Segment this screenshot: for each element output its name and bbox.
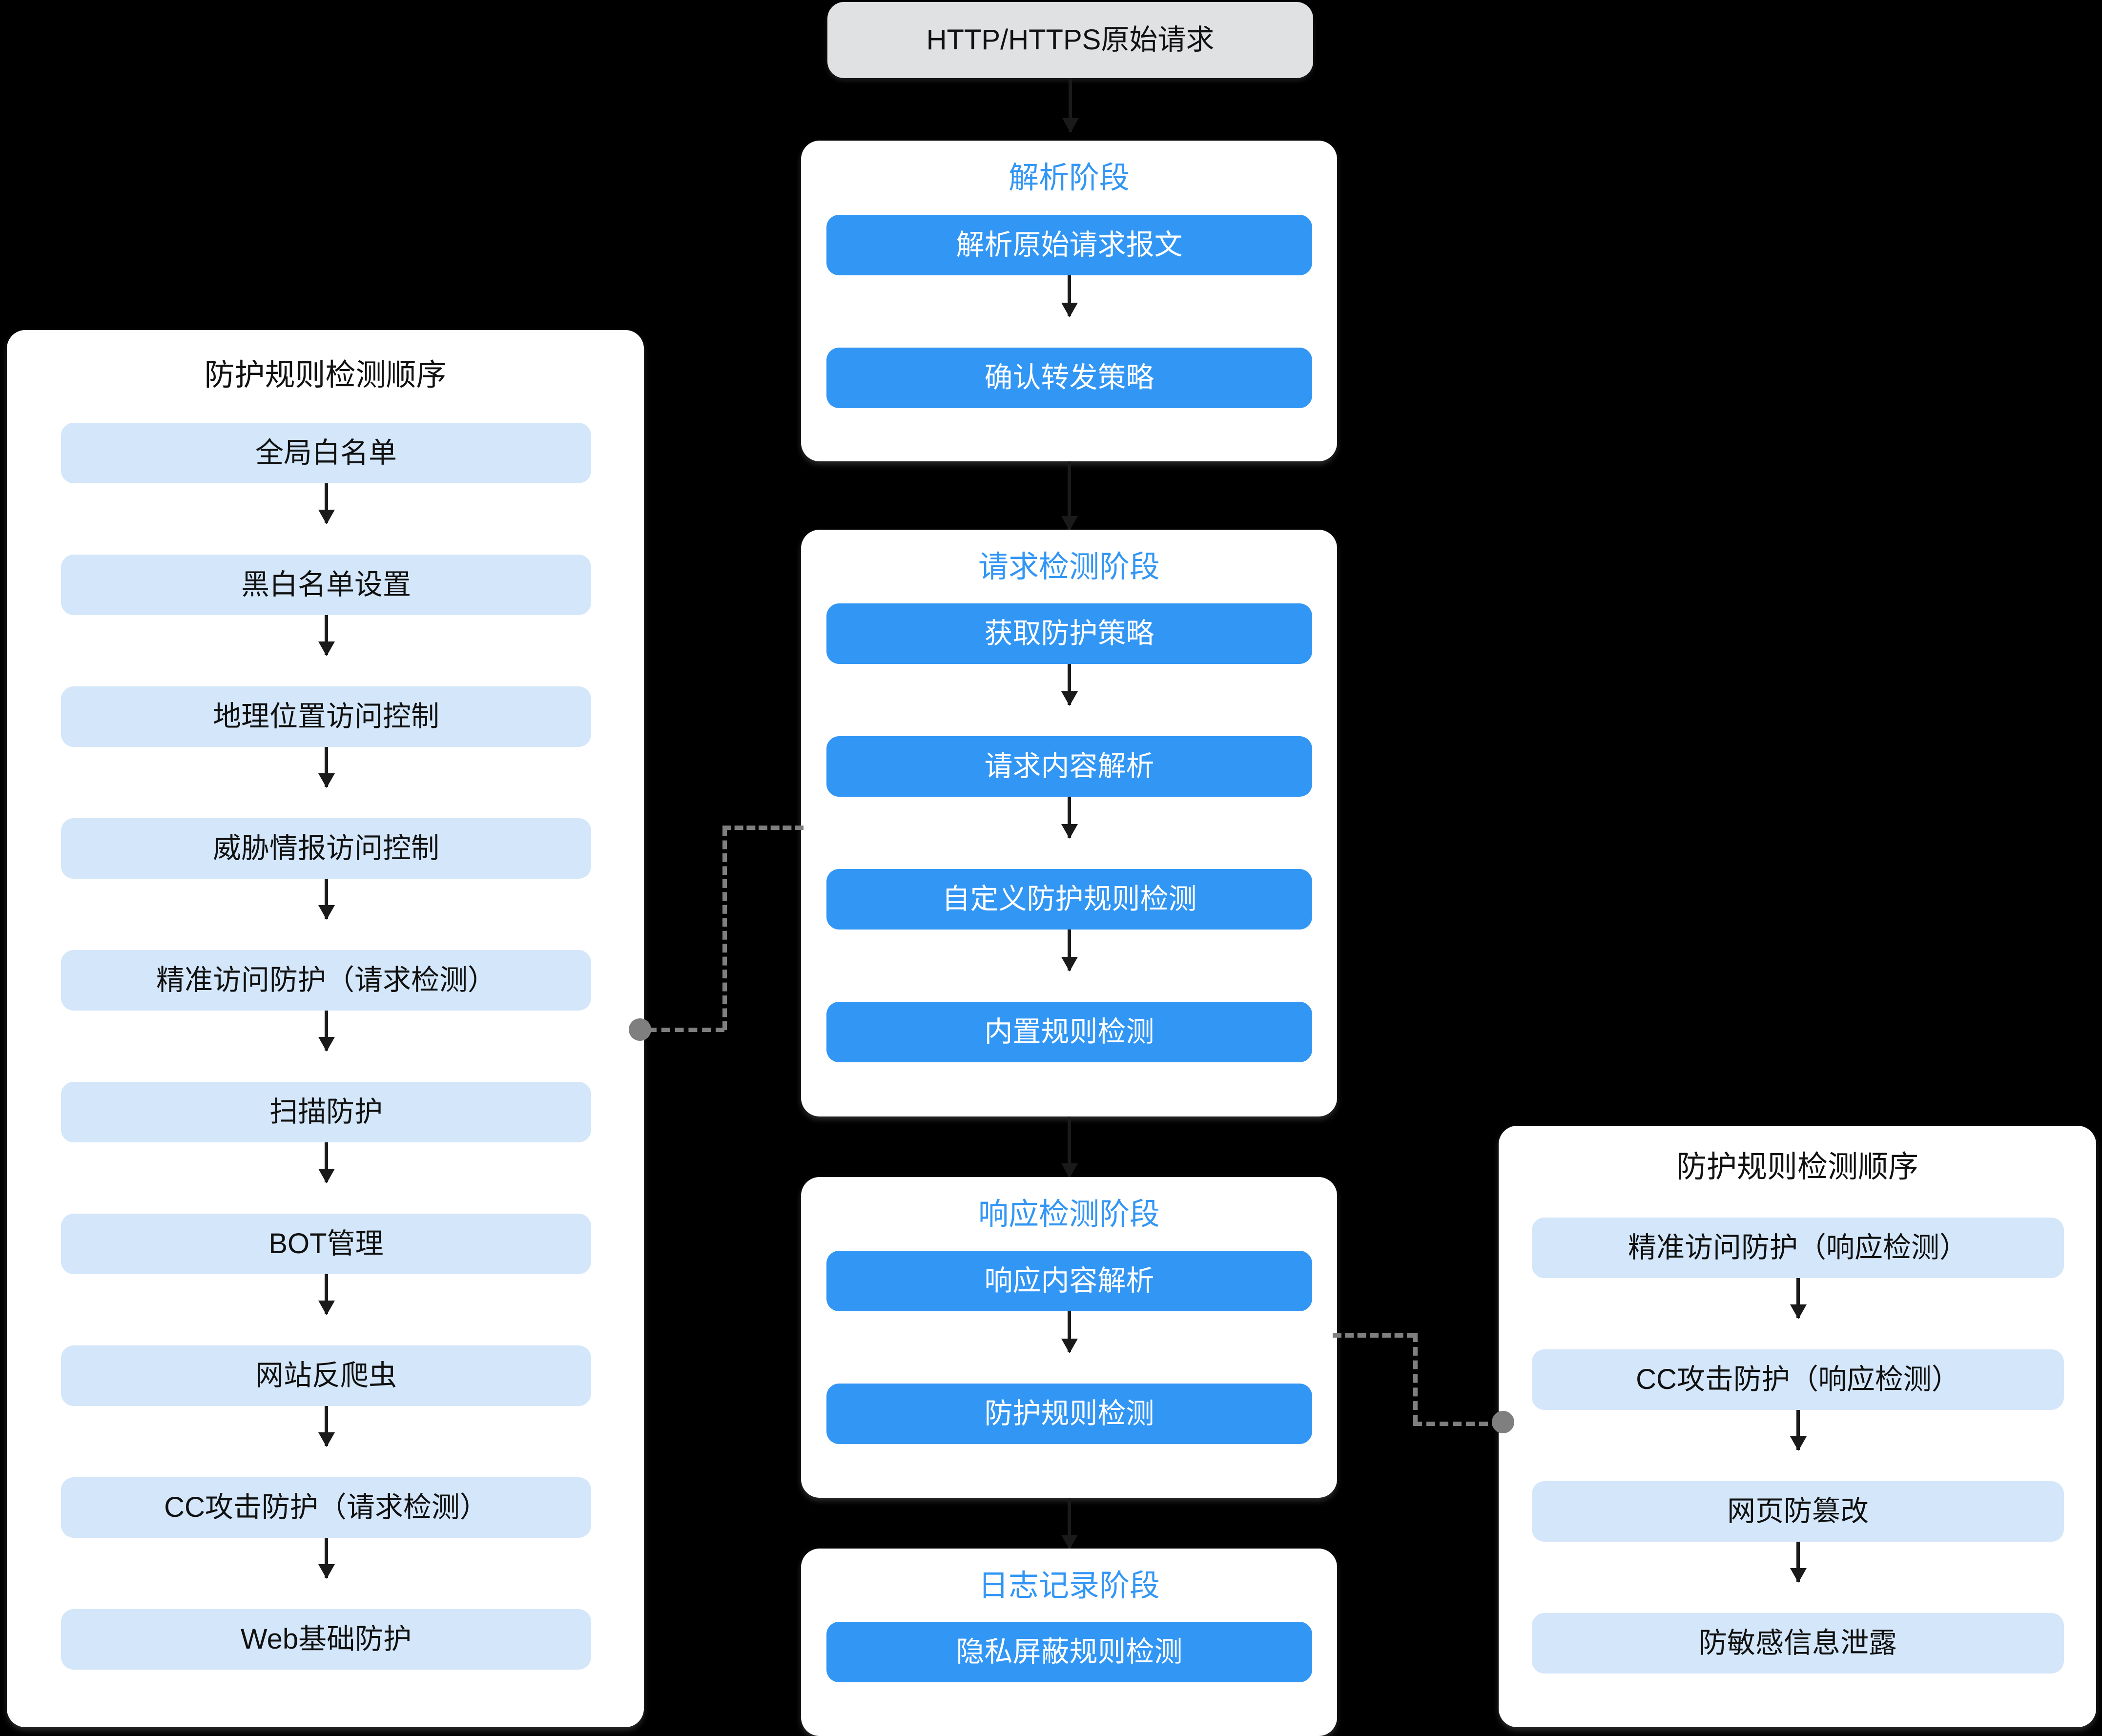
left-item-4[interactable]: 精准访问防护（请求检测） xyxy=(61,950,591,1011)
stage-response-arrow-0 xyxy=(1068,1311,1071,1352)
stage-response-step-0-label: 响应内容解析 xyxy=(984,1265,1154,1297)
right-item-0[interactable]: 精准访问防护（响应检测） xyxy=(1532,1218,2064,1278)
left-panel-title: 防护规则检测顺序 xyxy=(204,358,447,392)
left-connector-segment-bottom xyxy=(648,1028,724,1032)
stage-request-step-3-label: 内置规则检测 xyxy=(984,1016,1154,1048)
left-item-6[interactable]: BOT管理 xyxy=(61,1214,591,1274)
stage-request-step-2-label: 自定义防护规则检测 xyxy=(942,883,1197,915)
left-item-4-label: 精准访问防护（请求检测） xyxy=(156,964,496,996)
left-item-0-label: 全局白名单 xyxy=(255,437,397,469)
left-connector-dot xyxy=(629,1018,651,1041)
stage-response-step-1[interactable]: 防护规则检测 xyxy=(826,1384,1312,1444)
right-item-2[interactable]: 网页防篡改 xyxy=(1532,1481,2064,1542)
left-item-2-label: 地理位置访问控制 xyxy=(212,701,439,732)
arrow-parse-to-request xyxy=(1068,461,1071,530)
left-arrow-3 xyxy=(325,879,328,919)
stage-response-step-1-label: 防护规则检测 xyxy=(984,1398,1154,1429)
stage-parse-title: 解析阶段 xyxy=(1008,161,1130,195)
stage-response-title: 响应检测阶段 xyxy=(978,1198,1160,1231)
left-arrow-8 xyxy=(325,1538,328,1578)
right-item-2-label: 网页防篡改 xyxy=(1727,1495,1869,1527)
left-arrow-6 xyxy=(325,1274,328,1314)
right-connector-segment-bottom xyxy=(1413,1422,1501,1426)
left-item-5[interactable]: 扫描防护 xyxy=(61,1082,591,1142)
stage-request-step-0[interactable]: 获取防护策略 xyxy=(826,603,1312,664)
stage-request-arrow-1 xyxy=(1068,797,1071,838)
stage-parse-step-0[interactable]: 解析原始请求报文 xyxy=(826,215,1312,275)
stage-request-step-3[interactable]: 内置规则检测 xyxy=(826,1002,1312,1062)
stage-request-step-0-label: 获取防护策略 xyxy=(984,618,1154,649)
left-item-3-label: 威胁情报访问控制 xyxy=(212,832,439,864)
right-connector-segment-top xyxy=(1333,1333,1416,1338)
left-item-9[interactable]: Web基础防护 xyxy=(61,1609,591,1670)
left-arrow-5 xyxy=(325,1142,328,1182)
left-item-7[interactable]: 网站反爬虫 xyxy=(61,1345,591,1406)
right-arrow-2 xyxy=(1796,1542,1800,1582)
entry-node-label: HTTP/HTTPS原始请求 xyxy=(926,24,1215,56)
right-arrow-0 xyxy=(1796,1278,1800,1318)
left-item-2[interactable]: 地理位置访问控制 xyxy=(61,686,591,747)
right-panel-title: 防护规则检测顺序 xyxy=(1676,1150,1918,1184)
stage-logging-step-0[interactable]: 隐私屏蔽规则检测 xyxy=(826,1622,1312,1682)
left-item-1-label: 黑白名单设置 xyxy=(241,569,411,600)
stage-request-step-2[interactable]: 自定义防护规则检测 xyxy=(826,869,1312,930)
right-item-1[interactable]: CC攻击防护（响应检测） xyxy=(1532,1349,2064,1410)
left-item-6-label: BOT管理 xyxy=(268,1228,384,1260)
stage-request-step-1-label: 请求内容解析 xyxy=(984,750,1154,782)
arrow-entry-to-parse xyxy=(1069,78,1072,132)
stage-parse-step-0-label: 解析原始请求报文 xyxy=(956,229,1183,261)
arrow-response-to-log xyxy=(1068,1498,1071,1549)
stage-request-title: 请求检测阶段 xyxy=(978,550,1160,584)
left-item-0[interactable]: 全局白名单 xyxy=(61,423,591,483)
right-connector-dot xyxy=(1492,1411,1514,1433)
right-item-3-label: 防敏感信息泄露 xyxy=(1698,1627,1897,1659)
stage-parse-arrow-0 xyxy=(1068,275,1071,316)
stage-logging-step-0-label: 隐私屏蔽规则检测 xyxy=(956,1636,1183,1668)
stage-logging-title: 日志记录阶段 xyxy=(978,1569,1160,1603)
left-arrow-0 xyxy=(325,483,328,523)
left-arrow-4 xyxy=(325,1011,328,1051)
right-connector-segment-vertical xyxy=(1413,1333,1418,1424)
stage-request-arrow-0 xyxy=(1068,664,1071,705)
right-item-3[interactable]: 防敏感信息泄露 xyxy=(1532,1613,2064,1674)
left-item-7-label: 网站反爬虫 xyxy=(255,1360,397,1391)
right-item-0-label: 精准访问防护（响应检测） xyxy=(1628,1232,1968,1263)
left-item-8[interactable]: CC攻击防护（请求检测） xyxy=(61,1477,591,1538)
stage-parse-step-1[interactable]: 确认转发策略 xyxy=(826,348,1312,408)
left-item-8-label: CC攻击防护（请求检测） xyxy=(164,1491,488,1523)
left-arrow-1 xyxy=(325,615,328,655)
left-item-3[interactable]: 威胁情报访问控制 xyxy=(61,818,591,879)
right-arrow-1 xyxy=(1796,1410,1800,1450)
stage-request-step-1[interactable]: 请求内容解析 xyxy=(826,736,1312,797)
left-item-5-label: 扫描防护 xyxy=(269,1096,383,1128)
stage-parse-step-1-label: 确认转发策略 xyxy=(984,362,1154,393)
left-arrow-2 xyxy=(325,747,328,787)
left-connector-segment-vertical xyxy=(722,827,727,1030)
left-item-9-label: Web基础防护 xyxy=(240,1623,412,1655)
left-arrow-7 xyxy=(325,1406,328,1446)
stage-response-step-0[interactable]: 响应内容解析 xyxy=(826,1251,1312,1311)
arrow-request-to-response xyxy=(1068,1116,1071,1177)
left-item-1[interactable]: 黑白名单设置 xyxy=(61,555,591,615)
stage-request-arrow-2 xyxy=(1068,930,1071,971)
right-item-1-label: CC攻击防护（响应检测） xyxy=(1636,1364,1960,1395)
left-connector-segment-top xyxy=(722,826,804,830)
entry-node-http-request[interactable]: HTTP/HTTPS原始请求 xyxy=(827,2,1313,78)
